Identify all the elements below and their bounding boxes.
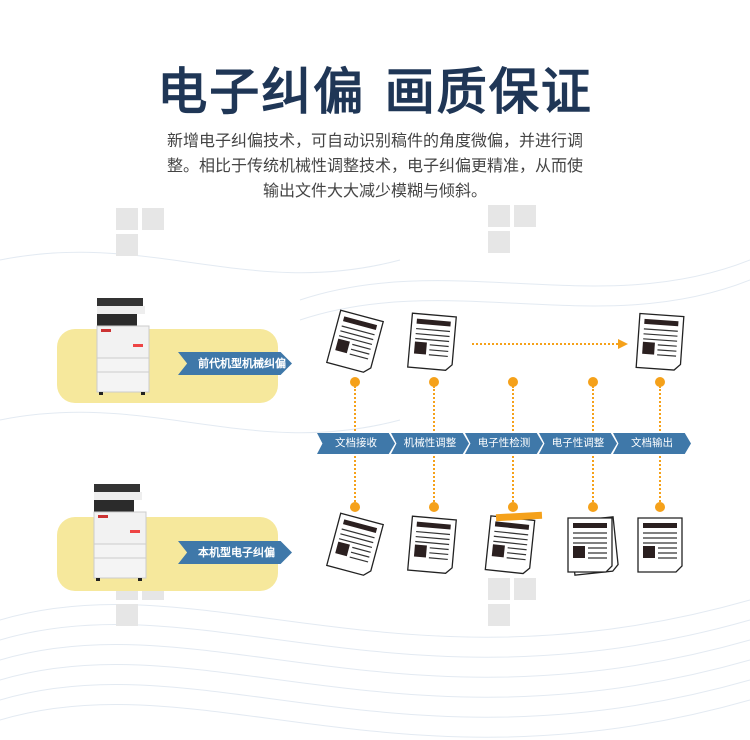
timeline-dot [350, 377, 360, 387]
page-title: 电子纠偏 画质保证 [157, 63, 593, 121]
step-mechanical-adjust: 机械性调整 [391, 433, 469, 454]
document-icon [324, 308, 385, 376]
description-line: 整。相比于传统机械性调整技术，电子纠偏更精准，从而使 [166, 156, 583, 175]
step-electronic-adjust: 电子性调整 [539, 433, 617, 454]
document-icon [483, 514, 537, 577]
document-icon [324, 511, 385, 579]
timeline-dot [508, 377, 518, 387]
document-icon [634, 311, 686, 372]
dotted-connector [433, 456, 435, 506]
dotted-connector [592, 456, 594, 506]
timeline-dot [588, 377, 598, 387]
dotted-connector [512, 456, 514, 506]
document-icon [406, 514, 459, 576]
previous-model-tag: 前代机型机械纠偏 [178, 352, 292, 375]
document-icon [406, 311, 459, 373]
dotted-connector [659, 456, 661, 506]
timeline-dot [655, 377, 665, 387]
dotted-connector [659, 386, 661, 431]
dotted-connector [354, 456, 356, 506]
step-electronic-detect: 电子性检测 [465, 433, 543, 454]
description: 新增电子纠偏技术，可自动识别稿件的角度微偏，并进行调 整。相比于传统机械性调整技… [130, 128, 620, 203]
printer-image [93, 484, 147, 581]
step-receive: 文档接收 [317, 433, 395, 454]
timeline-dot [350, 502, 360, 512]
printer-image [96, 298, 150, 395]
timeline-dot [655, 502, 665, 512]
dotted-arrow [472, 339, 628, 349]
document-icon [566, 516, 614, 574]
description-line: 新增电子纠偏技术，可自动识别稿件的角度微偏，并进行调 [166, 131, 583, 150]
timeline-dot [588, 502, 598, 512]
step-output: 文档输出 [613, 433, 691, 454]
document-icon [636, 516, 684, 574]
dotted-connector [354, 386, 356, 431]
dotted-connector [592, 386, 594, 431]
timeline-dot [429, 502, 439, 512]
timeline-dot [508, 502, 518, 512]
description-line: 输出文件大大减少模糊与倾斜。 [262, 181, 487, 200]
dotted-connector [433, 386, 435, 431]
timeline-dot [429, 377, 439, 387]
process-steps: 文档接收 机械性调整 电子性检测 电子性调整 文档输出 [317, 433, 691, 454]
dotted-connector [512, 386, 514, 431]
current-model-tag: 本机型电子纠偏 [178, 541, 292, 564]
